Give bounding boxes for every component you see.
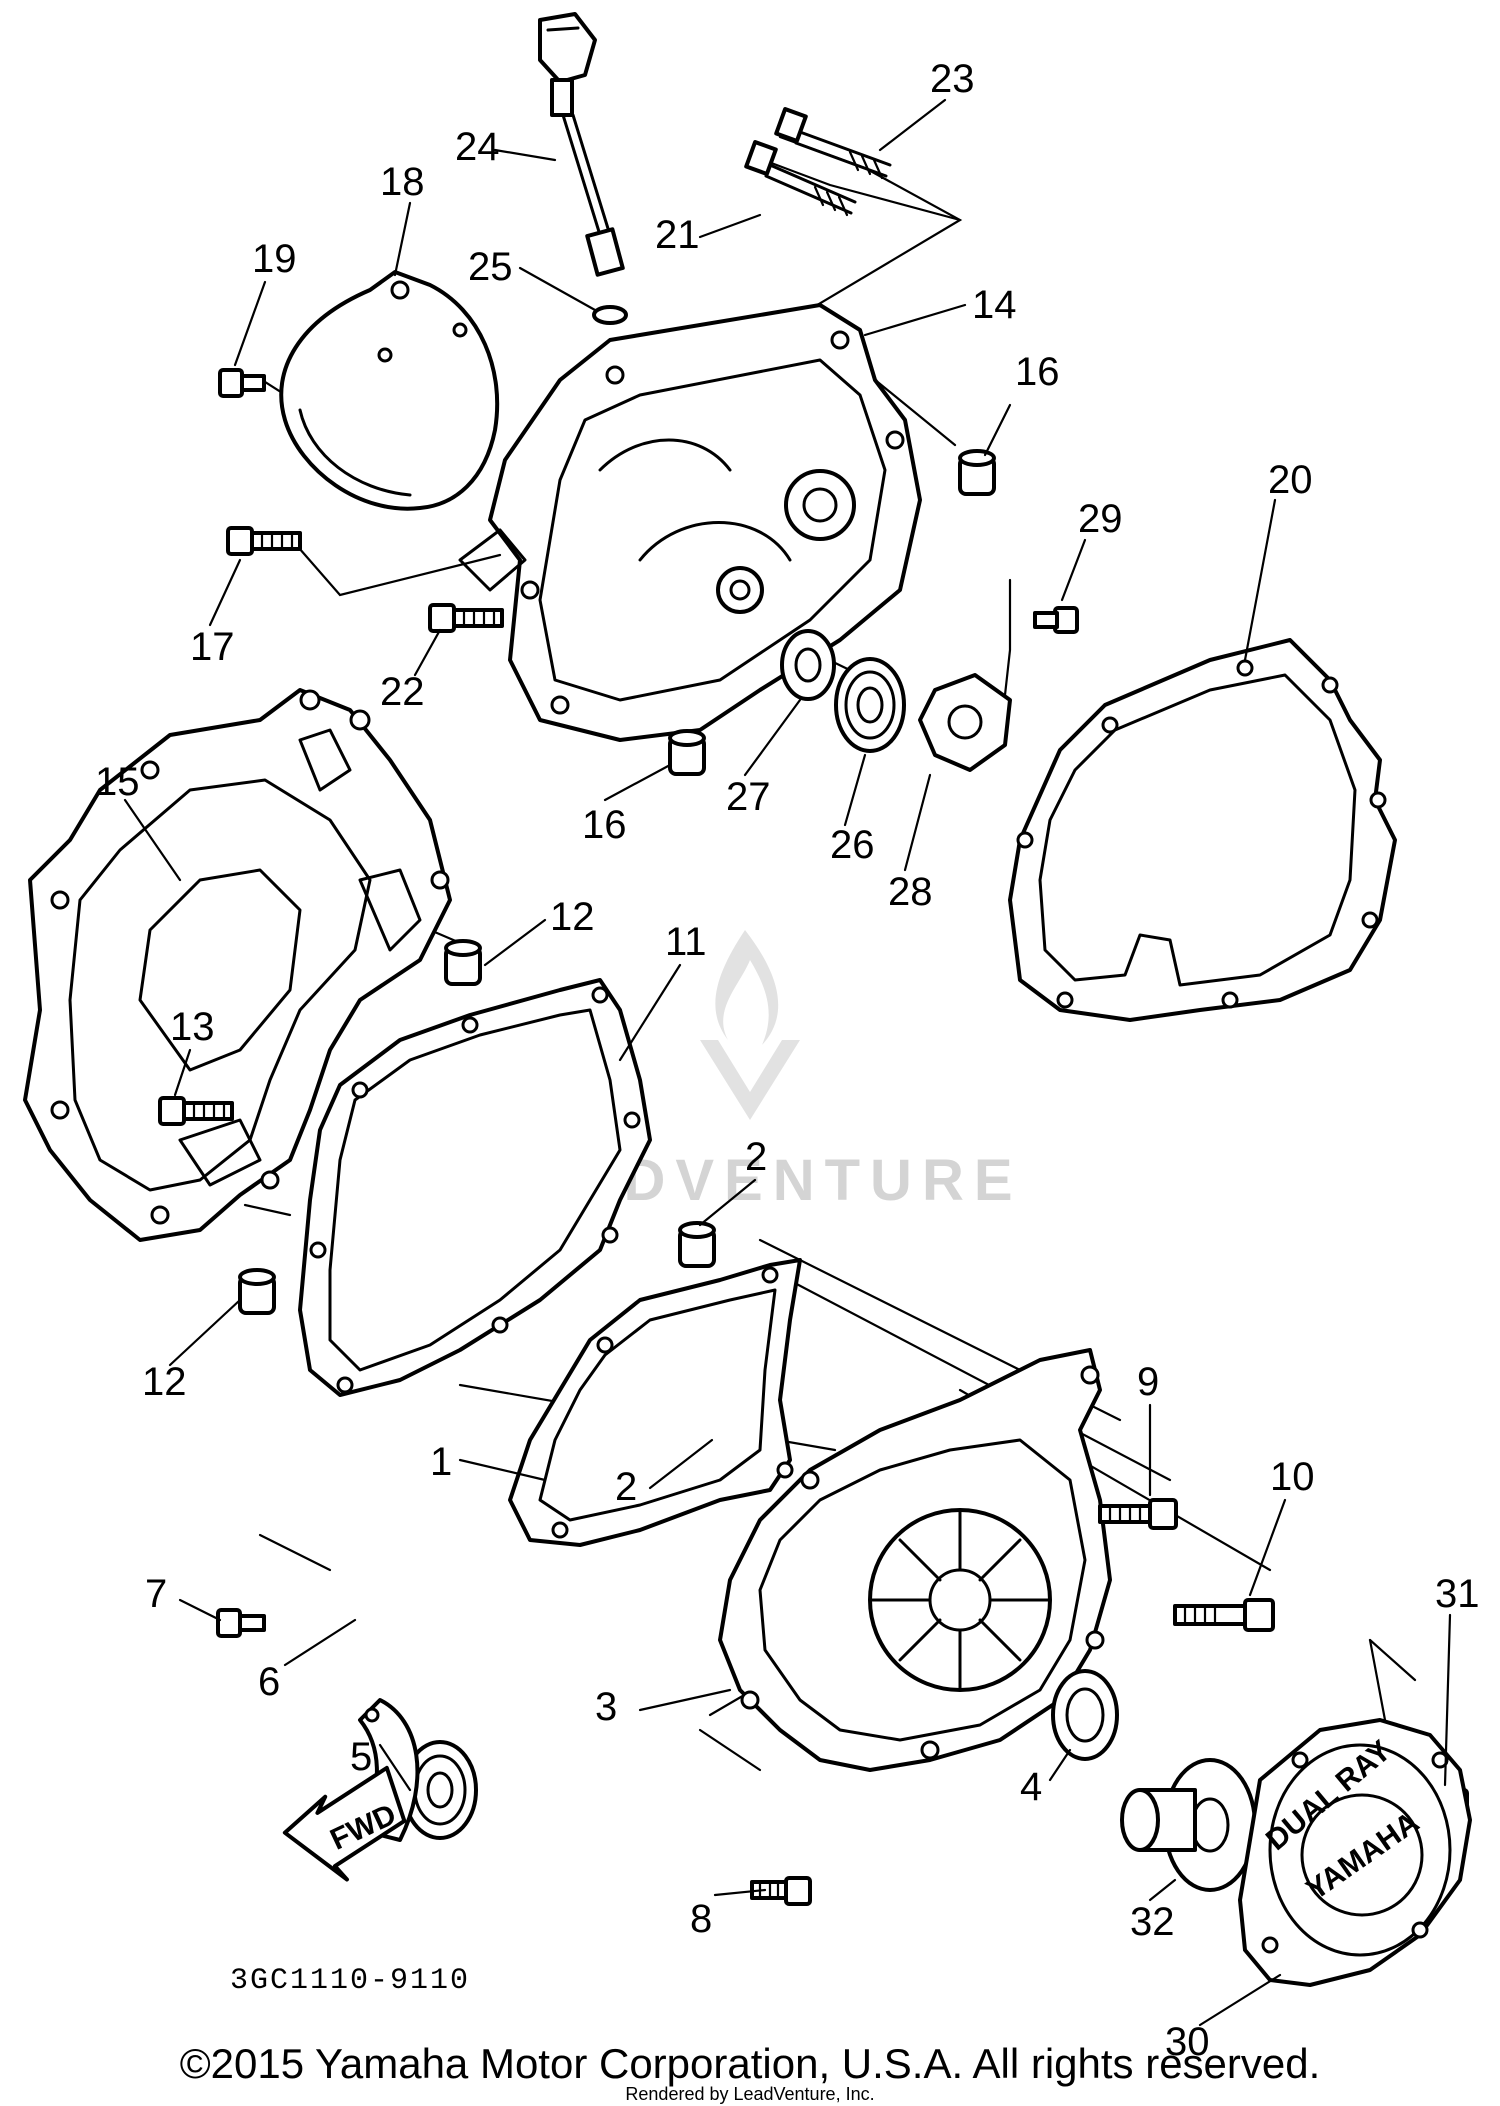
callout-6: 6 bbox=[258, 1660, 280, 1704]
callout-1: 1 bbox=[430, 1440, 452, 1484]
callout-11: 11 bbox=[665, 920, 707, 964]
dowel-12-upper bbox=[444, 939, 482, 986]
dowel-2-upper bbox=[678, 1221, 716, 1268]
callout-32: 32 bbox=[1130, 1900, 1175, 1944]
callout-2-top: 2 bbox=[745, 1135, 767, 1179]
flame-logo-icon bbox=[715, 930, 779, 1045]
callout-2-bottom: 2 bbox=[615, 1465, 637, 1509]
callout-4: 4 bbox=[1020, 1765, 1042, 1809]
callout-19: 19 bbox=[252, 237, 297, 281]
dowel-16-lower bbox=[668, 729, 706, 776]
long-bolt-21 bbox=[744, 140, 857, 217]
callout-21: 21 bbox=[655, 213, 700, 257]
long-bolt-23 bbox=[774, 107, 892, 180]
dowel-12-lower bbox=[238, 1268, 276, 1315]
cover-plate-18 bbox=[279, 270, 500, 511]
gasket-11 bbox=[298, 978, 652, 1397]
callout-17: 17 bbox=[190, 625, 235, 669]
callout-9: 9 bbox=[1137, 1360, 1159, 1404]
bolt-10 bbox=[1173, 1598, 1275, 1632]
dowel-16-upper bbox=[958, 449, 996, 496]
callout-27: 27 bbox=[726, 775, 771, 819]
callout-26: 26 bbox=[830, 823, 875, 867]
bolt-8 bbox=[750, 1876, 812, 1906]
bolt-13 bbox=[158, 1096, 234, 1126]
v-logo-icon bbox=[700, 1040, 800, 1120]
gasket-1 bbox=[508, 1258, 802, 1547]
dipstick bbox=[538, 12, 625, 277]
crankcase-15 bbox=[23, 688, 452, 1242]
bolt-17 bbox=[226, 526, 302, 556]
callout-20: 20 bbox=[1268, 458, 1313, 502]
bolt-9 bbox=[1098, 1498, 1178, 1530]
fwd-arrow: FWD bbox=[282, 1765, 407, 1882]
callout-12-top: 12 bbox=[550, 895, 595, 939]
callout-12-bottom: 12 bbox=[142, 1360, 187, 1404]
callout-28: 28 bbox=[888, 870, 933, 914]
o-ring bbox=[592, 305, 628, 325]
screw-29 bbox=[1033, 606, 1079, 634]
gasket-20 bbox=[1008, 638, 1397, 1022]
callout-16-mid: 16 bbox=[582, 803, 627, 847]
oil-seal-4 bbox=[1051, 1669, 1119, 1761]
callout-leaders bbox=[123, 98, 1452, 2027]
callout-13: 13 bbox=[170, 1005, 215, 1049]
cover-3 bbox=[718, 1348, 1112, 1772]
callout-8: 8 bbox=[690, 1897, 712, 1941]
callout-25: 25 bbox=[468, 245, 513, 289]
callout-14: 14 bbox=[972, 283, 1017, 327]
callout-5: 5 bbox=[350, 1735, 372, 1779]
callout-16-top: 16 bbox=[1015, 350, 1060, 394]
callout-24: 24 bbox=[455, 125, 500, 169]
badge-cover-30: YAMAHA DUAL RAY bbox=[1238, 1718, 1472, 1987]
part-callouts: 23 24 18 21 19 25 14 16 20 29 17 22 27 1… bbox=[95, 57, 1480, 2064]
callout-29: 29 bbox=[1078, 497, 1123, 541]
callout-15: 15 bbox=[95, 760, 140, 804]
callout-18: 18 bbox=[380, 160, 425, 204]
screw-7 bbox=[216, 1608, 266, 1638]
callout-22: 22 bbox=[380, 670, 425, 714]
bolt-22 bbox=[428, 603, 504, 633]
callout-3: 3 bbox=[595, 1685, 617, 1729]
rendered-by-note: Rendered by LeadVenture, Inc. bbox=[625, 2084, 874, 2104]
retainer-28 bbox=[918, 673, 1012, 772]
callout-30: 30 bbox=[1165, 2020, 1210, 2064]
copyright-notice: ©2015 Yamaha Motor Corporation, U.S.A. A… bbox=[180, 2040, 1321, 2087]
bushing-32 bbox=[1120, 1758, 1257, 1892]
bearing-26 bbox=[834, 657, 906, 753]
screw-19 bbox=[218, 368, 266, 398]
figure-code: 3GC1110-9110 bbox=[230, 1964, 470, 1998]
callout-7: 7 bbox=[145, 1572, 167, 1616]
bearing-27 bbox=[780, 629, 836, 701]
callout-31: 31 bbox=[1435, 1572, 1480, 1616]
callout-10: 10 bbox=[1270, 1455, 1315, 1499]
callout-23: 23 bbox=[930, 57, 975, 101]
